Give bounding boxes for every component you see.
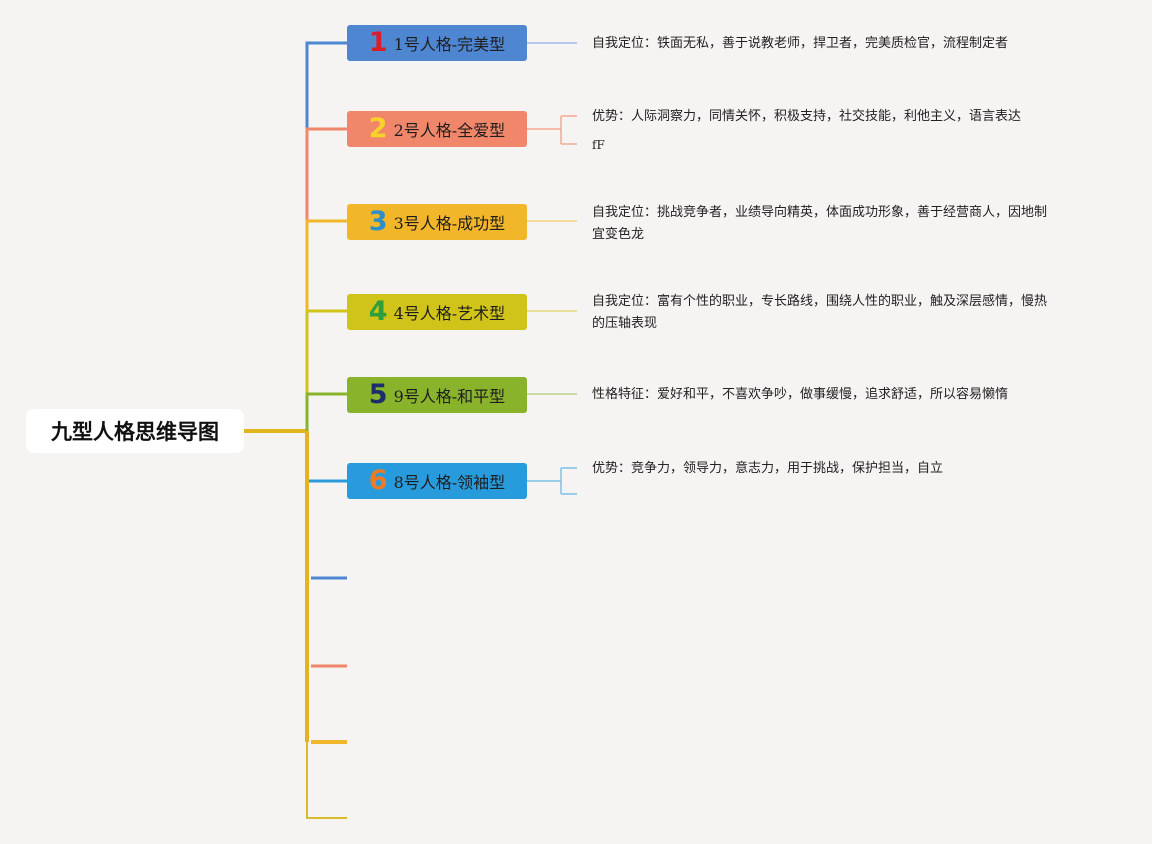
node-type-4-individualist[interactable]: 4 4号人格-艺术型 bbox=[347, 294, 527, 330]
trunk-segment-3 bbox=[305, 219, 347, 311]
description-line: 优势：人际洞察力，同情关怀，积极支持，社交技能，利他主义，语言表达 bbox=[592, 109, 1022, 124]
node-4-description[interactable]: 自我定位：富有个性的职业，专长路线，围绕人性的职业，触及深层感情，慢热 的压轴表… bbox=[592, 291, 1092, 335]
node-number-badge: 4 bbox=[368, 296, 388, 327]
description-line: 性格特征：爱好和平，不喜欢争吵，做事缓慢，追求舒适，所以容易懒惰 bbox=[592, 387, 1009, 402]
node-5-description[interactable]: 性格特征：爱好和平，不喜欢争吵，做事缓慢，追求舒适，所以容易懒惰 bbox=[592, 384, 1092, 406]
trunk-segment-1 bbox=[305, 41, 347, 129]
trunk-tail bbox=[306, 742, 347, 819]
node-2-extra-text[interactable]: fF bbox=[592, 134, 1092, 156]
description-line: fF bbox=[592, 138, 605, 152]
node-label: 4号人格-艺术型 bbox=[393, 304, 506, 323]
trunk-segment-6 bbox=[305, 431, 347, 483]
node-label: 2号人格-全爱型 bbox=[393, 121, 506, 140]
trunk-segment-4 bbox=[305, 309, 347, 431]
node-type-9-peacemaker[interactable]: 5 9号人格-和平型 bbox=[347, 377, 527, 413]
desc-connector-2 bbox=[527, 115, 577, 145]
node-type-2-helper[interactable]: 2 2号人格-全爱型 bbox=[347, 111, 527, 147]
trunk-segment-5 bbox=[305, 392, 347, 431]
node-label: 9号人格-和平型 bbox=[393, 387, 506, 406]
node-label: 1号人格-完美型 bbox=[393, 35, 506, 54]
node-type-1-perfectionist[interactable]: 1 1号人格-完美型 bbox=[347, 25, 527, 61]
description-line: 优势：竞争力，领导力，意志力，用于挑战，保护担当，自立 bbox=[592, 461, 944, 476]
description-line: 的压轴表现 bbox=[592, 316, 658, 331]
node-1-description[interactable]: 自我定位：铁面无私，善于说教老师，捍卫者，完美质检官，流程制定者 bbox=[592, 33, 1092, 55]
description-line: 自我定位：挑战竞争者，业绩导向精英，体面成功形象，善于经营商人，因地制 bbox=[592, 205, 1048, 220]
root-node[interactable]: 九型人格思维导图 bbox=[26, 409, 244, 453]
node-type-8-challenger[interactable]: 6 8号人格-领袖型 bbox=[347, 463, 527, 499]
node-3-description[interactable]: 自我定位：挑战竞争者，业绩导向精英，体面成功形象，善于经营商人，因地制 宜变色龙 bbox=[592, 202, 1092, 246]
node-number-badge: 6 bbox=[368, 465, 388, 496]
description-line: 自我定位：铁面无私，善于说教老师，捍卫者，完美质检官，流程制定者 bbox=[592, 36, 1009, 51]
node-type-3-achiever[interactable]: 3 3号人格-成功型 bbox=[347, 204, 527, 240]
node-6-description[interactable]: 优势：竞争力，领导力，意志力，用于挑战，保护担当，自立 bbox=[592, 458, 1092, 480]
node-2-description[interactable]: 优势：人际洞察力，同情关怀，积极支持，社交技能，利他主义，语言表达 bbox=[592, 106, 1092, 128]
node-number-badge: 5 bbox=[368, 379, 388, 410]
description-line: 宜变色龙 bbox=[592, 227, 645, 242]
node-number-badge: 2 bbox=[368, 113, 388, 144]
node-number-badge: 3 bbox=[368, 206, 388, 237]
node-number-badge: 1 bbox=[368, 27, 388, 58]
description-line: 自我定位：富有个性的职业，专长路线，围绕人性的职业，触及深层感情，慢热 bbox=[592, 294, 1048, 309]
node-label: 3号人格-成功型 bbox=[393, 214, 506, 233]
desc-connector-6 bbox=[527, 467, 577, 495]
node-label: 8号人格-领袖型 bbox=[393, 473, 506, 492]
trunk-segment-2 bbox=[305, 127, 347, 221]
